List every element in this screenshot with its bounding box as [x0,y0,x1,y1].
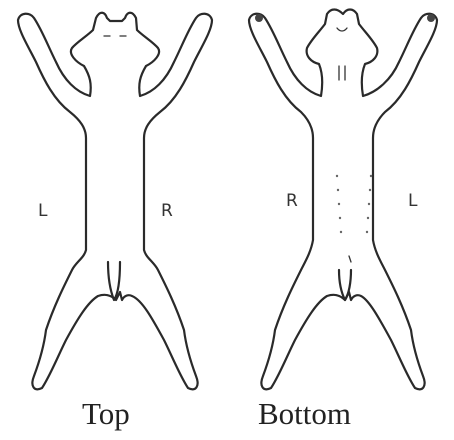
top-view-left-side-label: L [38,203,47,220]
pelt-bottom-view-drawing [227,0,454,400]
pelt-bottom-paw-right [427,14,435,22]
bottom-view-right-side-label: L [408,193,417,210]
top-view-right-side-label: R [161,203,173,220]
pelt-top-view-drawing [0,0,227,400]
bottom-view-caption: Bottom [258,398,351,429]
pelt-bottom-paw-left [255,14,263,22]
pelt-top-outline [18,13,212,390]
pelt-bottom-mouth [337,28,347,31]
pelt-bottom-genital-mark [349,256,351,262]
top-view-caption: Top [82,398,130,429]
bottom-view-left-side-label: R [286,193,298,210]
pelt-bottom-belly-dots [336,175,372,233]
